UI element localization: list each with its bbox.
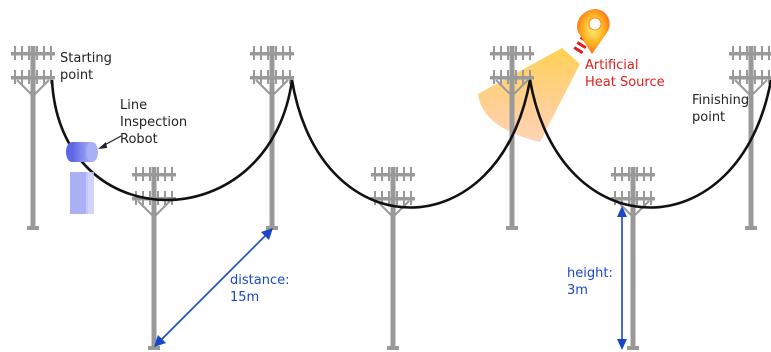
height-measure-arrow (617, 206, 627, 350)
heat-source-label: Artificial Heat Source (585, 58, 665, 90)
transmission-poles (11, 46, 771, 350)
robot-label: Line Inspection Robot (120, 98, 188, 147)
robot-pointer-arrow (98, 135, 122, 149)
transmission-pole-icon (11, 46, 55, 230)
power-cable (50, 79, 771, 209)
finishing-point-label: Finishing point (692, 93, 750, 125)
heat-source-icon (573, 9, 610, 55)
distance-measure-arrow (154, 228, 273, 347)
transmission-pole-icon (611, 167, 655, 350)
transmission-pole-icon (371, 167, 415, 350)
heat-glow (478, 48, 580, 142)
transmission-pole-icon (132, 167, 176, 350)
transmission-pole-icon (729, 46, 771, 230)
height-label: height: 3m (567, 266, 613, 298)
starting-point-label: Starting point (60, 51, 112, 83)
distance-label: distance: 15m (230, 273, 290, 305)
robot-icon (66, 142, 98, 214)
